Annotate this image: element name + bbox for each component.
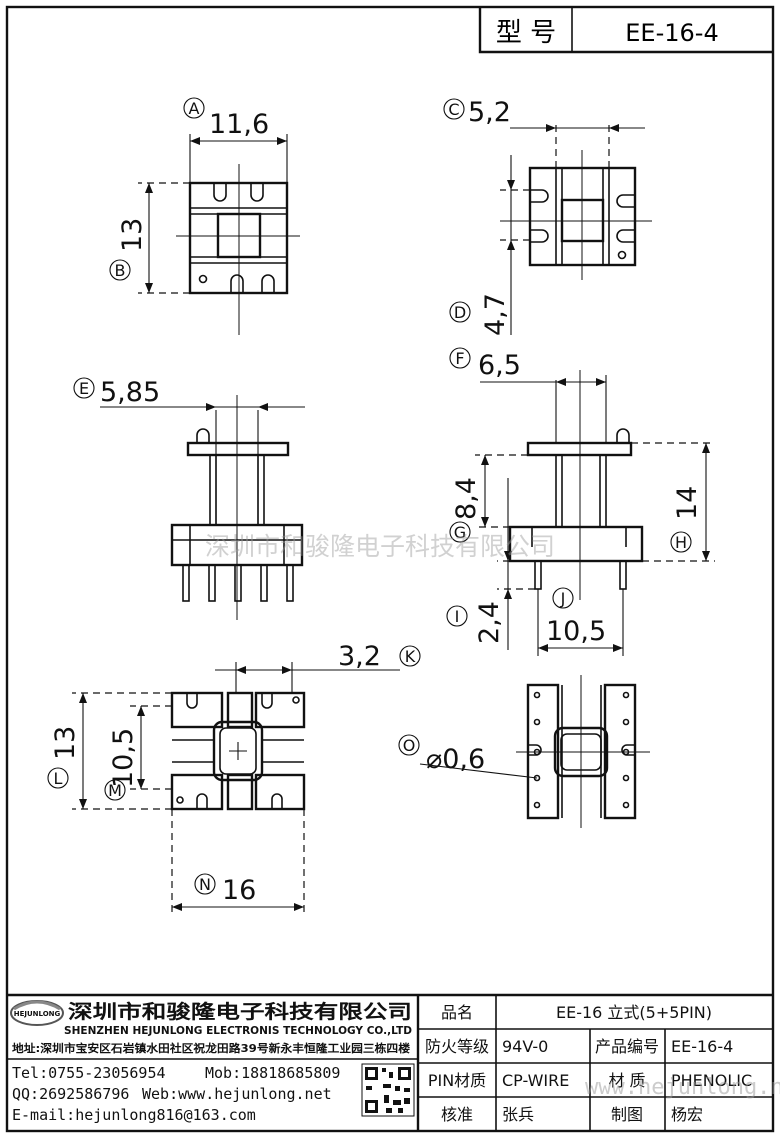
dim-letter-B xyxy=(109,259,131,281)
qr-code xyxy=(361,1063,415,1117)
product-name-value: EE-16 立式(5+5PIN) xyxy=(556,1003,712,1022)
dim-letter-A xyxy=(183,97,205,119)
dim-value-C: 5,2 xyxy=(468,97,511,128)
pin-value: CP-WIRE xyxy=(502,1071,569,1090)
svg-text:L: L xyxy=(54,769,63,788)
svg-text:O: O xyxy=(403,736,416,755)
dim-value-D: 4,7 xyxy=(480,293,511,336)
dim-letter-D xyxy=(449,301,471,323)
company-mob: Mob:18818685809 xyxy=(205,1064,340,1082)
view-bottom-right: O ⌀0,6 xyxy=(398,675,650,828)
svg-text:N: N xyxy=(199,875,211,894)
product-no-label: 产品编号 xyxy=(595,1037,659,1056)
view-top-left: A 11,6 B 13 xyxy=(109,97,300,335)
dim-value-L: 13 xyxy=(50,726,81,760)
dim-value-O: ⌀0,6 xyxy=(426,744,485,775)
material-value: PHENOLIC xyxy=(671,1071,752,1090)
model-value: EE-16-4 xyxy=(625,19,718,47)
company-email: E-mail:hejunlong816@163.com xyxy=(12,1106,256,1124)
svg-text:H: H xyxy=(675,533,687,552)
company-web: Web:www.hejunlong.net xyxy=(142,1085,332,1103)
sheet-border xyxy=(5,5,775,1133)
product-name-label: 品名 xyxy=(441,1003,473,1022)
check-label: 核准 xyxy=(441,1105,473,1124)
svg-text:K: K xyxy=(405,647,416,666)
model-label: 型 号 xyxy=(496,18,556,48)
dim-value-A: 11,6 xyxy=(209,109,269,140)
svg-text:J: J xyxy=(560,589,566,608)
product-no-value: EE-16-4 xyxy=(671,1037,733,1056)
svg-text:B: B xyxy=(115,261,126,280)
model-header: 型 号 EE-16-4 xyxy=(478,8,773,54)
dim-value-I: 2,4 xyxy=(474,601,505,644)
pin-label: PIN材质 xyxy=(428,1071,486,1090)
dim-letter-E xyxy=(73,377,95,399)
view-top-right: C 5,2 D 4,7 xyxy=(443,97,652,336)
dim-value-J: 10,5 xyxy=(546,616,606,647)
dim-letter-I xyxy=(446,605,468,627)
dim-letter-F xyxy=(449,347,471,369)
dim-letter-J xyxy=(552,587,574,609)
company-qq: QQ:2692586796 xyxy=(12,1085,129,1103)
company-name-en: SHENZHEN HEJUNLONG ELECTRONIS TECHNOLOGY… xyxy=(64,1025,412,1037)
dim-letter-M xyxy=(104,779,126,801)
view-bottom-left: 3,2 K L 13 M 10,5 N 16 xyxy=(47,641,421,915)
svg-text:F: F xyxy=(455,349,464,368)
company-tel: Tel:0755-23056954 xyxy=(12,1064,166,1082)
draw-value: 杨宏 xyxy=(671,1105,703,1124)
dim-letter-O xyxy=(398,734,420,756)
dim-value-E: 5,85 xyxy=(100,377,160,408)
dim-letter-H xyxy=(670,531,692,553)
title-block: 品名 EE-16 立式(5+5PIN) 防火等级 94V-0 产品编号 EE-1… xyxy=(7,993,773,1131)
dim-value-K: 3,2 xyxy=(338,641,381,672)
dim-value-N: 16 xyxy=(222,875,256,906)
dim-letter-G xyxy=(449,521,471,543)
material-label: 材 质 xyxy=(608,1071,645,1090)
draw-label: 制图 xyxy=(611,1105,643,1124)
svg-text:G: G xyxy=(454,523,466,542)
flame-label: 防火等级 xyxy=(425,1037,489,1056)
svg-text:E: E xyxy=(79,379,89,398)
dim-letter-L xyxy=(47,767,69,789)
svg-text:HEJUNLONG: HEJUNLONG xyxy=(14,1010,61,1018)
svg-text:D: D xyxy=(454,303,466,322)
dim-letter-N xyxy=(194,873,216,895)
dim-value-F: 6,5 xyxy=(478,350,521,381)
watermark-company: 深圳市和骏隆电子科技有限公司 xyxy=(205,532,555,561)
view-side-left: E 5,85 xyxy=(73,377,305,620)
company-logo: HEJUNLONG xyxy=(10,1000,64,1026)
dim-letter-C xyxy=(443,98,465,120)
svg-text:I: I xyxy=(455,607,460,626)
company-name-cn: 深圳市和骏隆电子科技有限公司 xyxy=(68,1000,412,1023)
check-value: 张兵 xyxy=(502,1105,534,1124)
svg-text:M: M xyxy=(108,781,122,800)
company-address: 地址:深圳市宝安区石岩镇水田社区祝龙田路39号新永丰恒隆工业园三栋四楼 xyxy=(12,1041,410,1055)
flame-value: 94V-0 xyxy=(502,1037,548,1056)
dim-letter-K xyxy=(399,645,421,667)
dim-value-M: 10,5 xyxy=(108,728,139,788)
dim-value-B: 13 xyxy=(117,218,148,252)
view-side-right: F 6,5 G 8,4 H 14 I 2,4 J 10,5 xyxy=(446,347,715,656)
dim-value-G: 8,4 xyxy=(451,477,482,520)
watermark-url: www.hejunlong.net xyxy=(585,1075,780,1100)
dim-value-H: 14 xyxy=(672,486,703,520)
svg-text:A: A xyxy=(189,99,200,118)
svg-text:C: C xyxy=(448,100,459,119)
